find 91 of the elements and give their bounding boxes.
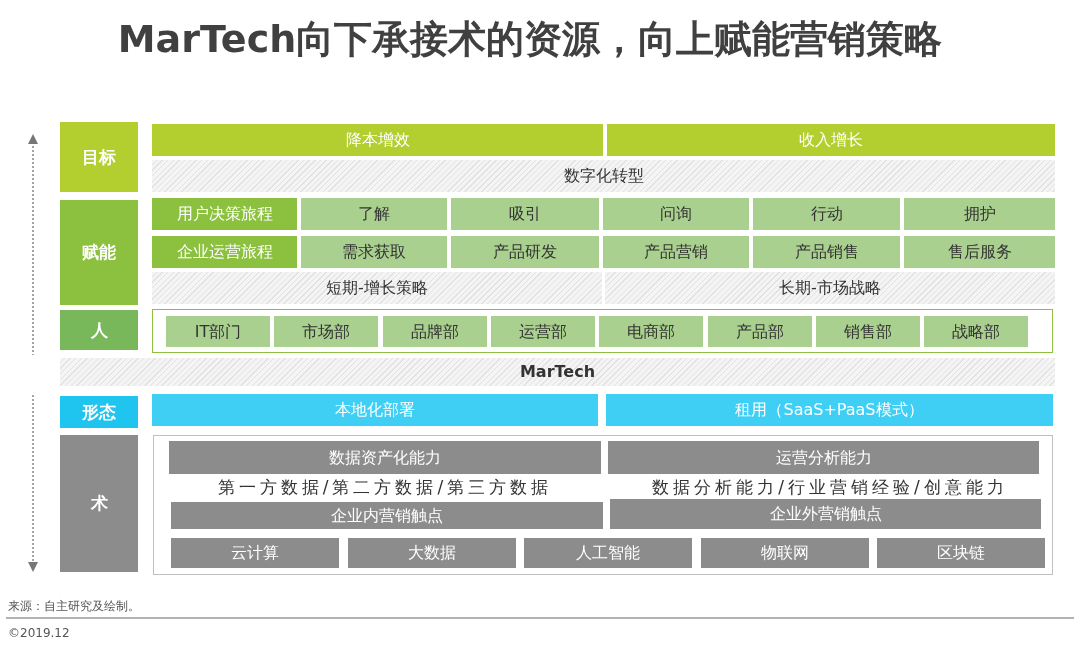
stage-box (301, 236, 447, 268)
box-label: 运营分析能力 (775, 448, 872, 467)
box-label: 产品部 (735, 322, 784, 341)
stage-box (753, 236, 900, 268)
category-box (60, 396, 138, 428)
tech-note: 数据分析能力/行业营销经验/创意能力 (651, 476, 1009, 499)
box-label: 形态 (82, 402, 116, 422)
category-box (60, 122, 138, 192)
department-panel (152, 309, 1053, 353)
band-label: MarTech (519, 363, 596, 381)
box-label: 赋能 (82, 243, 116, 262)
box-label: 产品营销 (644, 243, 708, 261)
box-label: 长期-市场战略 (779, 279, 881, 297)
journey-box (152, 236, 297, 268)
box-label: 问询 (660, 205, 692, 223)
box-label: 吸引 (509, 205, 541, 223)
technology-box (171, 538, 339, 568)
box-label: 市场部 (302, 322, 351, 341)
technology-box (347, 538, 516, 568)
box-label: 产品研发 (493, 243, 557, 261)
technology-box (877, 538, 1045, 568)
box-label: 售后服务 (947, 243, 1012, 261)
technology-panel (153, 435, 1053, 575)
journey-box (152, 198, 297, 230)
hatched-band (605, 272, 1055, 304)
box-label: 拥护 (963, 205, 996, 223)
box-label: 行动 (810, 205, 843, 223)
stage-box (904, 236, 1055, 268)
category-box (60, 200, 138, 305)
department-box (166, 316, 270, 347)
box-label: 品牌部 (410, 322, 459, 341)
department-box (382, 316, 487, 347)
category-box (60, 310, 138, 350)
box-label: 降本增效 (345, 131, 410, 149)
box-label: 本地化部署 (335, 401, 415, 419)
form-bar (152, 394, 598, 426)
technology-box (524, 538, 692, 568)
goal-bar (607, 124, 1055, 156)
box-label: 术 (90, 494, 108, 513)
box-label: 目标 (82, 147, 116, 167)
box-label: 大数据 (407, 544, 456, 562)
capability-bar (608, 441, 1039, 474)
tech-note: 第一方数据/第二方数据/第三方数据 (216, 476, 554, 499)
capability-bar (169, 441, 601, 474)
hatched-band (152, 160, 1055, 192)
department-box (274, 316, 379, 347)
capability-bar (610, 499, 1041, 529)
box-label: 销售部 (843, 322, 892, 341)
box-label: 物联网 (760, 544, 809, 562)
stage-box (451, 198, 599, 230)
box-label: 区块链 (937, 544, 985, 562)
box-label: 用户决策旅程 (176, 205, 273, 223)
box-label: 产品销售 (794, 243, 859, 261)
box-label: 云计算 (231, 544, 279, 562)
hatched-band (60, 358, 1055, 386)
stage-box (301, 198, 447, 230)
stage-box (904, 198, 1055, 230)
category-box (60, 435, 138, 572)
box-label: 电商部 (627, 322, 676, 341)
goal-bar (152, 124, 603, 156)
box-label: 运营部 (518, 322, 567, 341)
stage-box (603, 198, 749, 230)
stage-box (451, 236, 599, 268)
department-box (599, 316, 704, 347)
box-label: 租用（SaaS+PaaS模式） (735, 401, 924, 419)
box-label: 短期-增长策略 (326, 279, 428, 297)
box-label: 数据资产化能力 (329, 448, 441, 467)
title: MarTech向下承接术的资源，向上赋能营销策略 (116, 16, 944, 63)
box-label: 人 (90, 320, 108, 340)
box-label: 收入增长 (799, 131, 863, 149)
box-label: 企业内营销触点 (331, 506, 443, 525)
box-label: IT部门 (194, 322, 242, 341)
box-label: 需求获取 (342, 243, 406, 261)
stage-box (603, 236, 749, 268)
box-label: 企业外营销触点 (769, 505, 882, 523)
capability-bar (171, 502, 603, 529)
technology-box (700, 538, 869, 568)
box-label: 了解 (358, 205, 390, 223)
department-box (815, 316, 920, 347)
form-bar (606, 394, 1053, 426)
source-note: 来源：自主研究及绘制。 (8, 598, 141, 615)
box-label: 战略部 (952, 322, 1001, 341)
box-label: 企业运营旅程 (176, 243, 273, 261)
copyright-note: ©2019.12 (8, 626, 71, 640)
department-box (707, 316, 812, 347)
department-box (490, 316, 595, 347)
department-box (924, 316, 1029, 347)
box-label: 人工智能 (576, 544, 640, 562)
box-label: 数字化转型 (563, 167, 644, 185)
hatched-band (152, 272, 602, 304)
stage-box (753, 198, 900, 230)
